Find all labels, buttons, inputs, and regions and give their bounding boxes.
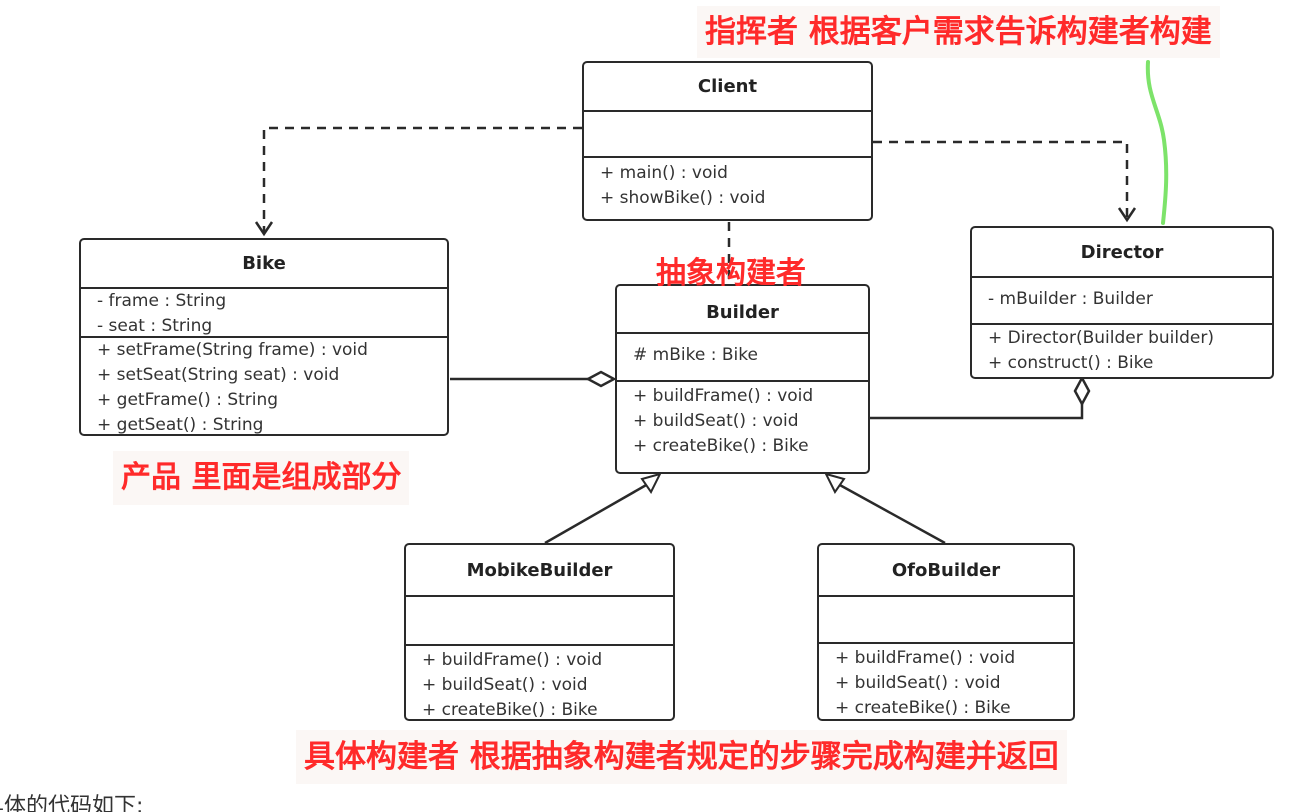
- operation: + getFrame() : String: [97, 390, 279, 410]
- aggregation-diamond-builder: [585, 370, 617, 388]
- attribute: - mBuilder : Builder: [988, 289, 1153, 309]
- product-annotation: 产品 里面是组成部分: [113, 451, 410, 505]
- operation: + buildSeat() : void: [422, 675, 588, 695]
- operation: + createBike() : Bike: [835, 698, 1011, 718]
- attributes-section: [584, 112, 871, 158]
- aggregation-diamond-director: [1073, 375, 1091, 407]
- attributes-section: [406, 597, 673, 646]
- operation: + buildFrame() : void: [633, 386, 814, 406]
- attributes-section: [819, 597, 1073, 644]
- attribute: # mBike : Bike: [633, 345, 758, 365]
- operation: + setFrame(String frame) : void: [97, 340, 368, 360]
- operation: + buildSeat() : void: [835, 673, 1001, 693]
- class-name: OfoBuilder: [819, 545, 1073, 597]
- class-mobike-builder: MobikeBuilder + buildFrame() : void + bu…: [404, 543, 675, 721]
- operation: + createBike() : Bike: [633, 436, 809, 456]
- operation: + buildFrame() : void: [422, 650, 603, 670]
- builder-annotation: 抽象构建者: [656, 256, 806, 291]
- attribute: - frame : String: [97, 291, 227, 311]
- generalization-ofo: [837, 482, 946, 545]
- class-ofo-builder: OfoBuilder + buildFrame() : void + build…: [817, 543, 1075, 721]
- operation: + buildFrame() : void: [835, 648, 1016, 668]
- operation: + Director(Builder builder): [988, 328, 1214, 348]
- class-name: Builder: [617, 286, 868, 334]
- director-annotation: 指挥者 根据客户需求告诉构建者构建: [697, 6, 1220, 58]
- operation: + main() : void: [600, 163, 728, 183]
- attributes-section: - mBuilder : Builder: [972, 278, 1272, 325]
- trailing-caption: 具体的代码如下:: [0, 794, 144, 812]
- dependency-client-director: [873, 140, 1129, 220]
- operations-section: + setFrame(String frame) : void + setSea…: [81, 338, 447, 435]
- class-name: Director: [972, 228, 1272, 278]
- operations-section: + buildFrame() : void + buildSeat() : vo…: [406, 646, 673, 720]
- class-bike: Bike - frame : String - seat : String + …: [79, 238, 449, 436]
- operations-section: + buildFrame() : void + buildSeat() : vo…: [617, 382, 868, 459]
- attributes-section: # mBike : Bike: [617, 334, 868, 382]
- operation: + getSeat() : String: [97, 415, 264, 435]
- concrete-builder-annotation: 具体构建者 根据抽象构建者规定的步骤完成构建并返回: [296, 730, 1067, 784]
- dependency-client-director-arrowhead: [1117, 207, 1137, 223]
- class-builder: Builder # mBike : Bike + buildFrame() : …: [615, 284, 870, 474]
- class-name: MobikeBuilder: [406, 545, 673, 597]
- class-name: Bike: [81, 240, 447, 289]
- operations-section: + main() : void + showBike() : void: [584, 158, 871, 211]
- operation: + showBike() : void: [600, 188, 766, 208]
- class-director: Director - mBuilder : Builder + Director…: [970, 226, 1274, 379]
- aggregation-director-builder: [870, 404, 1084, 420]
- highlight-stroke: [1145, 60, 1169, 225]
- attributes-section: - frame : String - seat : String: [81, 289, 447, 338]
- class-client: Client + main() : void + showBike() : vo…: [582, 61, 873, 221]
- operation: + createBike() : Bike: [422, 700, 598, 720]
- operation: + buildSeat() : void: [633, 411, 799, 431]
- operations-section: + Director(Builder builder) + construct(…: [972, 325, 1272, 376]
- class-name: Client: [584, 63, 871, 112]
- dependency-client-bike: [262, 126, 582, 234]
- generalization-triangle-mobike: [640, 472, 662, 494]
- operation: + construct() : Bike: [988, 353, 1154, 373]
- operation: + setSeat(String seat) : void: [97, 365, 340, 385]
- generalization-mobike: [544, 482, 649, 545]
- generalization-triangle-ofo: [824, 472, 846, 494]
- dependency-client-bike-arrowhead: [254, 221, 274, 237]
- attribute: - seat : String: [97, 316, 213, 336]
- operations-section: + buildFrame() : void + buildSeat() : vo…: [819, 644, 1073, 719]
